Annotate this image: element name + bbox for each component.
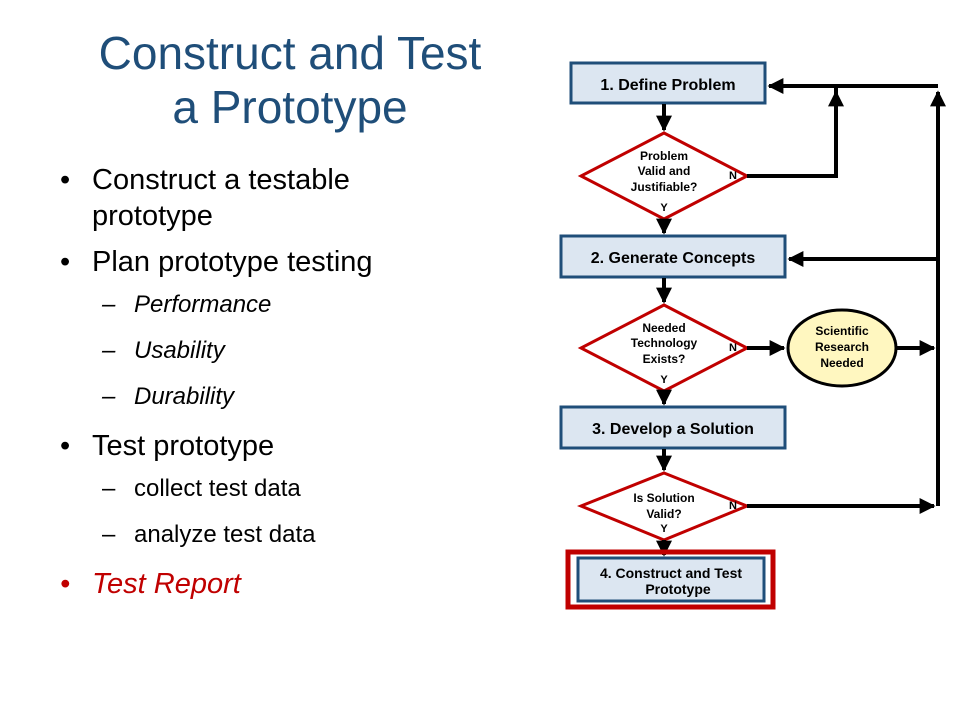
oval-line3: Needed: [820, 356, 863, 370]
title-line-1: Construct and Test: [98, 27, 482, 79]
step4-box: [576, 556, 766, 603]
oval-line1: Scientific: [815, 324, 869, 338]
sub-bullet-analyze-data: analyze test data: [58, 520, 478, 550]
bullet-test-report: Test Report: [58, 566, 478, 602]
decision3-line1: Is Solution: [633, 491, 694, 505]
decision2-no: N: [729, 342, 737, 354]
decision2-yes: Y: [660, 374, 668, 386]
step4-line1: 4. Construct and Test: [600, 565, 742, 581]
bullet-test-prototype: Test prototype: [58, 428, 478, 464]
decision1-line3: Justifiable?: [631, 180, 698, 194]
decision1-line1: Problem: [640, 149, 688, 163]
decision2-line3: Exists?: [643, 352, 686, 366]
step1-box: [569, 61, 767, 105]
decision2-line2: Technology: [631, 336, 698, 350]
decision1-yes: Y: [660, 202, 668, 214]
step4-line2: Prototype: [645, 581, 711, 597]
step2-label: 2. Generate Concepts: [591, 250, 756, 267]
decision3-yes: Y: [660, 523, 668, 535]
sub-bullet-collect-data: collect test data: [58, 474, 478, 504]
title-line-2: a Prototype: [172, 81, 408, 133]
page-title: Construct and Test a Prototype: [40, 26, 540, 134]
step3-label: 3. Develop a Solution: [592, 421, 754, 438]
bullet-list: Construct a testable prototype Plan prot…: [58, 162, 478, 612]
step1-label: 1. Define Problem: [600, 77, 735, 94]
sub-bullet-performance: Performance: [58, 290, 478, 320]
decision1-no: N: [729, 170, 737, 182]
bullet-plan-testing: Plan prototype testing: [58, 244, 478, 280]
oval-line2: Research: [815, 340, 869, 354]
sub-bullet-durability: Durability: [58, 382, 478, 412]
decision3-line2: Valid?: [646, 507, 681, 521]
decision3-no: N: [729, 500, 737, 512]
step4-highlight: [565, 549, 776, 610]
bullet-construct: Construct a testable prototype: [58, 162, 478, 234]
decision2-line1: Needed: [642, 321, 685, 335]
decision1-line2: Valid and: [638, 164, 691, 178]
step2-box: [559, 234, 787, 279]
sub-bullet-usability: Usability: [58, 336, 478, 366]
step3-box: [559, 405, 787, 450]
